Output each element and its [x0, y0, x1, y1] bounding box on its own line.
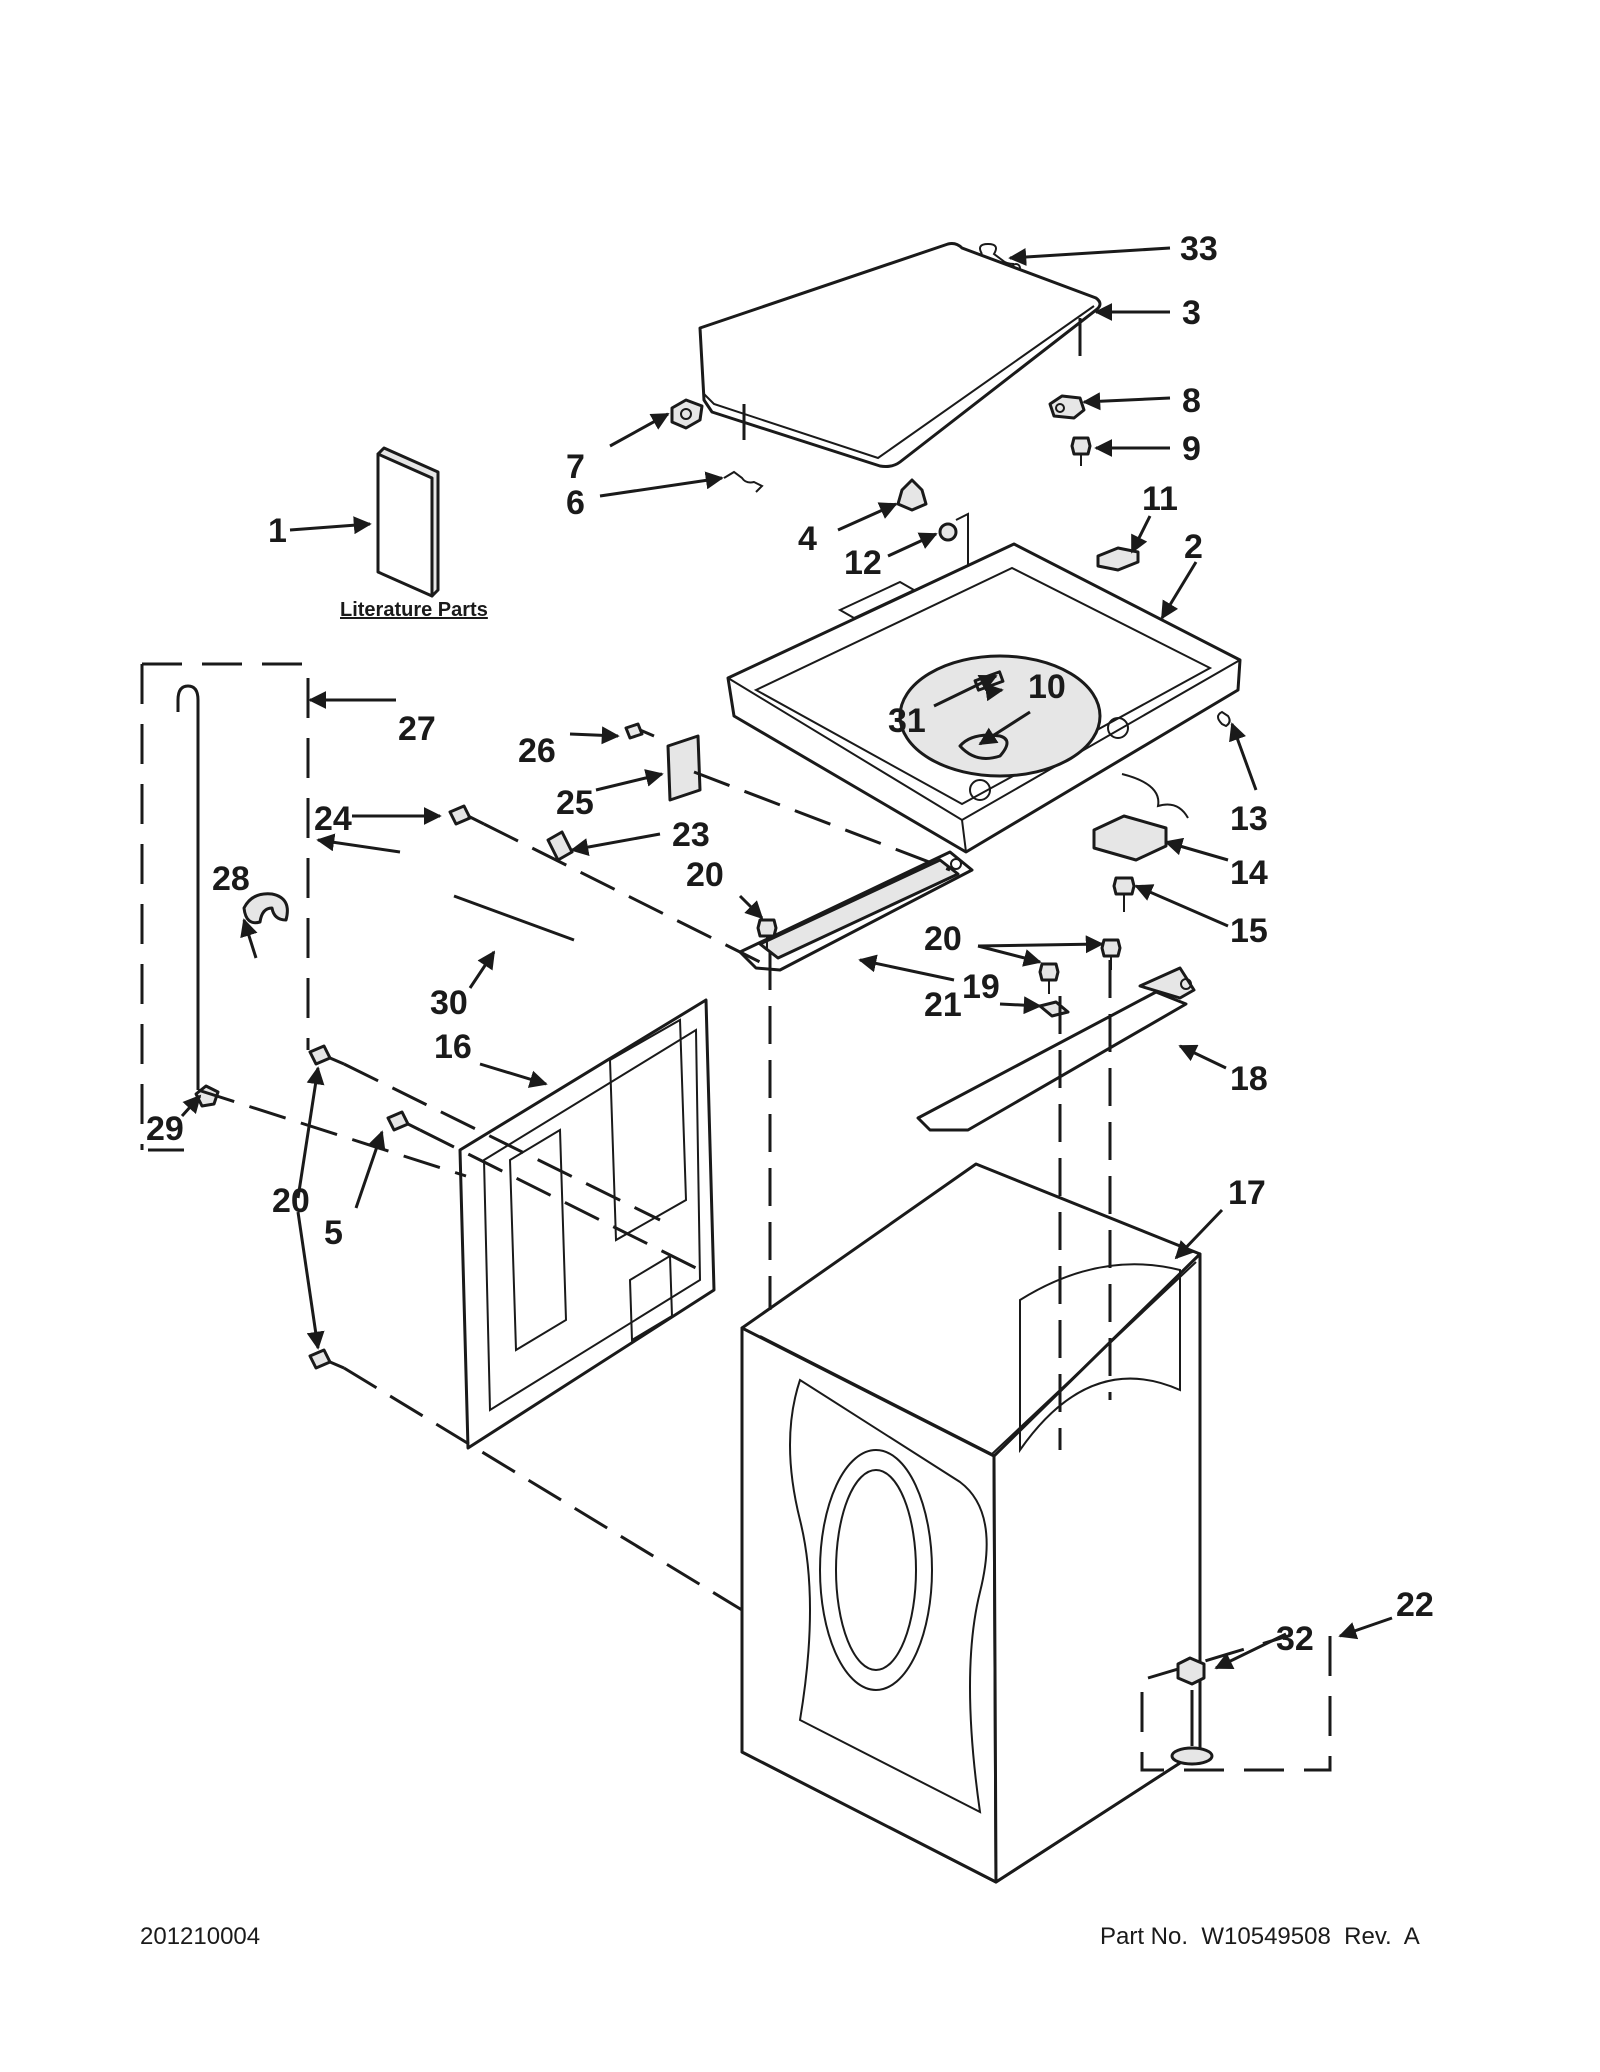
label-29: 29	[146, 1110, 184, 1148]
label-27: 27	[398, 710, 436, 748]
label-7: 7	[566, 448, 585, 486]
part-20-screw-left-b	[308, 1348, 345, 1370]
label-20-rear: 20	[924, 920, 962, 958]
label-20-top: 20	[686, 856, 724, 894]
label-16: 16	[434, 1028, 472, 1066]
part-5-screw	[386, 1110, 421, 1132]
label-31: 31	[888, 702, 926, 740]
label-4: 4	[798, 520, 817, 558]
part-14-lid-switch	[1092, 773, 1189, 862]
label-32: 32	[1276, 1620, 1314, 1658]
label-25: 25	[556, 784, 594, 822]
label-15: 15	[1230, 912, 1268, 950]
part-15-screw	[1112, 876, 1136, 912]
part-6-spring	[723, 470, 764, 493]
part-21-clip	[1038, 1000, 1070, 1018]
label-1: 1	[268, 512, 287, 550]
part-11-latch	[1096, 546, 1140, 572]
label-2: 2	[1184, 528, 1203, 566]
label-3: 3	[1182, 294, 1201, 332]
leader-arrows	[180, 246, 1393, 1670]
part-number-labels: 33 3 8 9 7 6 4 12 11 2 1 Literature Part…	[146, 230, 1434, 1658]
label-6: 6	[566, 484, 585, 522]
part-9-screw	[1070, 436, 1092, 466]
label-17: 17	[1228, 1174, 1266, 1212]
part-20-screws-rear	[1038, 938, 1122, 994]
part-16-rear-panel	[458, 998, 716, 1450]
part-1-literature	[376, 446, 440, 598]
label-8: 8	[1182, 382, 1201, 420]
part-26-screw	[624, 722, 655, 740]
label-19: 19	[962, 968, 1000, 1006]
label-26: 26	[518, 732, 556, 770]
part-number: Part No. W10549508 Rev. A	[1100, 1923, 1420, 1950]
label-30: 30	[430, 984, 468, 1022]
part-30-tie	[453, 894, 575, 942]
part-17-cabinet	[740, 1162, 1202, 1884]
part-4-bumper	[896, 478, 928, 512]
label-13: 13	[1230, 800, 1268, 838]
label-14: 14	[1230, 854, 1268, 892]
part-25-bracket	[666, 734, 702, 802]
part-3-lid	[698, 242, 1102, 468]
part-8-hinge	[1048, 394, 1086, 420]
part-18-rail	[916, 966, 1196, 1132]
label-5: 5	[324, 1214, 343, 1252]
label-23: 23	[672, 816, 710, 854]
label-28: 28	[212, 860, 250, 898]
label-22: 22	[1396, 1586, 1434, 1624]
part-24-screw	[448, 804, 485, 826]
part-2-top-cover	[726, 542, 1242, 854]
assembly-guide-lines	[197, 770, 1112, 1612]
literature-label: Literature Parts	[340, 599, 488, 621]
part-20-screw-top	[756, 918, 778, 950]
label-11: 11	[1142, 480, 1178, 518]
label-10: 10	[1028, 668, 1066, 706]
part-7-bumper	[670, 398, 704, 430]
label-24: 24	[314, 800, 352, 838]
label-21: 21	[924, 986, 962, 1024]
label-9: 9	[1182, 430, 1201, 468]
part-23-bracket	[546, 830, 574, 862]
diagram-code: 201210004	[140, 1923, 260, 1950]
part-27-hose-group	[140, 662, 310, 1150]
part-20-screw-left-a	[308, 1044, 345, 1066]
label-18: 18	[1230, 1060, 1268, 1098]
label-33: 33	[1180, 230, 1218, 268]
part-13-clip	[1217, 710, 1231, 728]
part-19-rail	[738, 850, 974, 972]
label-20-left: 20	[272, 1182, 310, 1220]
label-12: 12	[844, 544, 882, 582]
